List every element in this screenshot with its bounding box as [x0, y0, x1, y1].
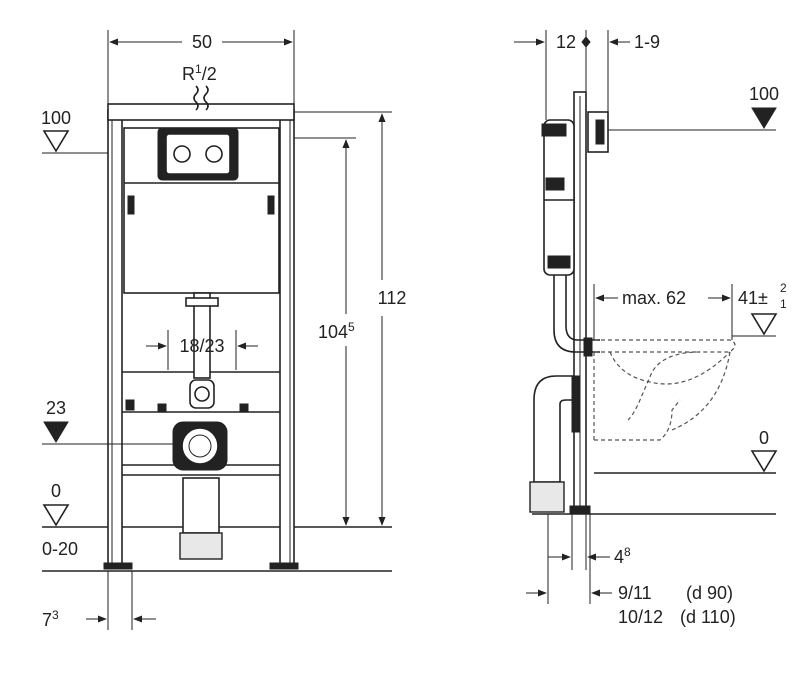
front-level-23-label: 23 [46, 398, 66, 418]
front-level-100: 100 [41, 108, 108, 154]
outlet-large-label: 10/12 [618, 607, 663, 627]
side-waste-elbow [529, 375, 581, 513]
width-label: 50 [192, 32, 212, 52]
side-view: 12 1-9 100 max. 62 41± 2 1 0 [514, 30, 787, 627]
waste-connection [172, 421, 228, 560]
side-gap-label: 1-9 [634, 32, 660, 52]
drain-spacing-dimension: 18/23 [146, 330, 258, 370]
open-triangle-icon [750, 450, 778, 473]
side-cistern [541, 119, 575, 276]
side-level-100-label: 100 [749, 84, 779, 104]
front-view: 50 R1/2 100 23 0 0-20 [41, 30, 406, 630]
front-level-23: 23 [42, 398, 176, 445]
cistern [123, 127, 280, 294]
pipe-offset-dimension: 48 [548, 514, 631, 570]
height-frame-dimension: 1045 [294, 137, 356, 526]
outlet-large-note: (d 110) [680, 607, 736, 627]
front-level-0: 0 [42, 481, 70, 527]
flush-pipe [185, 292, 219, 409]
open-triangle-icon [42, 504, 70, 527]
foot-offset-label: 73 [42, 608, 59, 630]
height-frame-label: 1045 [318, 320, 355, 342]
bowl-height-lower-tolerance: 1 [780, 297, 787, 311]
side-level-100: 100 [608, 84, 779, 131]
width-dimension: 50 [107, 30, 295, 108]
side-depth-dimension: 12 1-9 [514, 30, 660, 120]
side-level-0-label: 0 [759, 428, 769, 448]
outlet-small-label: 9/11 [618, 583, 652, 603]
side-frame [569, 91, 609, 515]
filled-triangle-icon [43, 421, 69, 443]
side-flush-pipe [553, 275, 600, 357]
bowl-height-upper-tolerance: 2 [780, 281, 787, 295]
filled-triangle-icon [751, 107, 777, 129]
outlet-dimension: 9/11 (d 90) 10/12 (d 110) [526, 514, 736, 627]
bowl-reach-dimension: max. 62 41± 2 1 [593, 281, 787, 340]
frame-feet [103, 562, 299, 570]
front-level-100-label: 100 [41, 108, 71, 128]
wc-bowl-outline [593, 339, 736, 441]
bowl-reach-label: max. 62 [622, 288, 686, 308]
side-depth-label: 12 [556, 32, 576, 52]
outlet-small-note: (d 90) [686, 583, 733, 603]
open-triangle-icon [42, 130, 70, 153]
open-triangle-icon [750, 313, 778, 336]
frame-clips [125, 399, 249, 413]
supply-label: R1/2 [182, 62, 217, 84]
front-level-0-label: 0 [51, 481, 61, 501]
pipe-offset-label: 48 [614, 545, 631, 567]
height-total-dimension: 112 [294, 111, 407, 526]
diamond-icon [581, 36, 591, 48]
frame-uprights [107, 103, 295, 566]
drain-spacing-label: 18/23 [179, 336, 224, 356]
side-level-0: 0 [750, 428, 778, 473]
floor-range-label: 0-20 [42, 539, 78, 559]
supply-arrow-icon [193, 85, 209, 111]
height-total-label: 112 [378, 288, 407, 308]
supply-marker: R1/2 [182, 62, 217, 111]
bowl-height-label: 41± [738, 288, 768, 308]
foot-offset-dimension: 73 [42, 571, 156, 630]
